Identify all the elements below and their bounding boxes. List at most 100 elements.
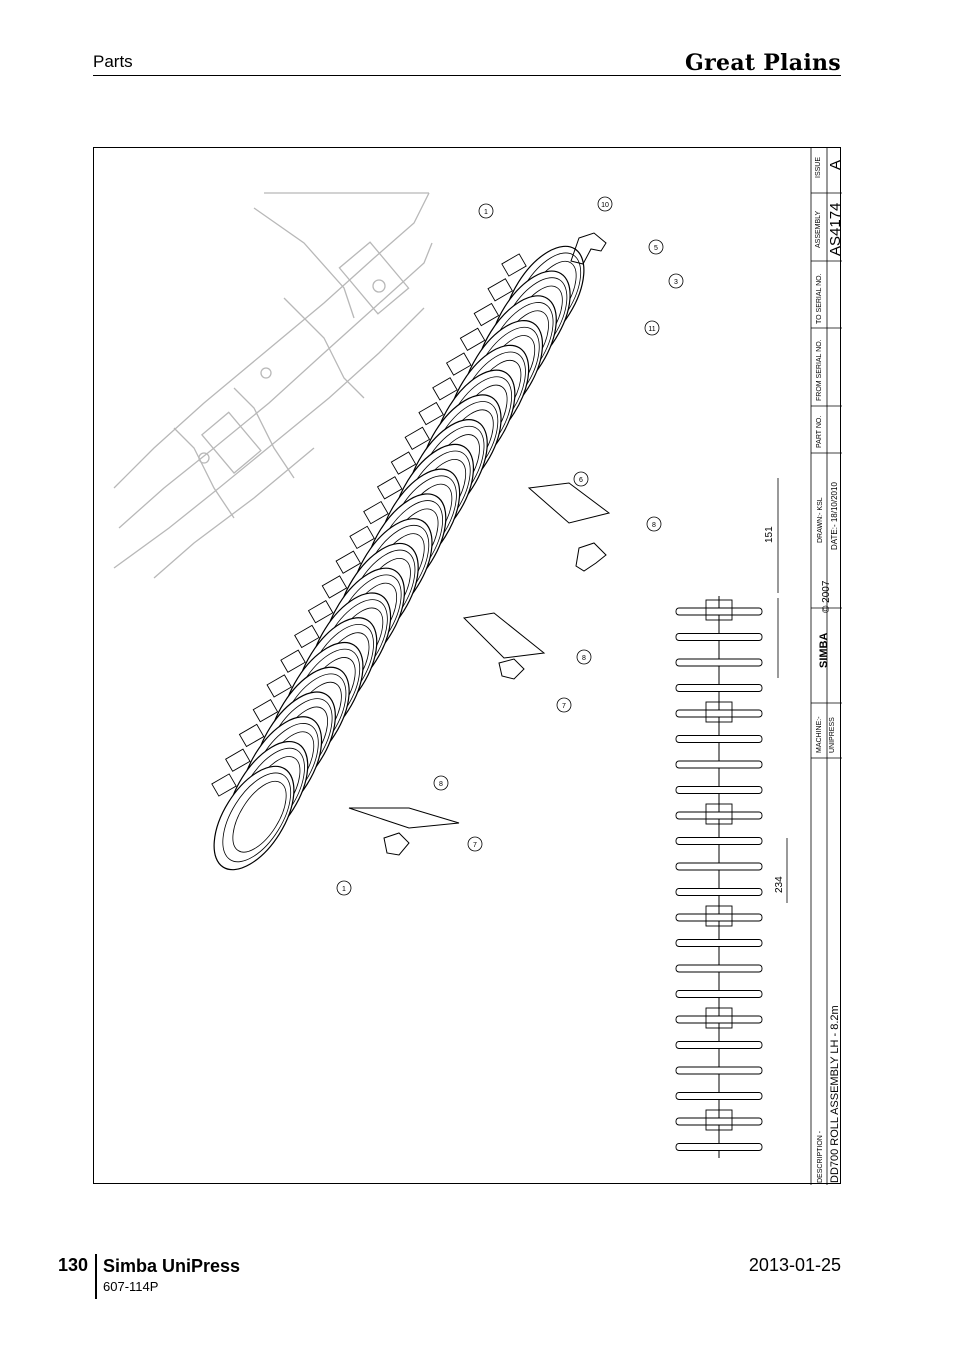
disc-plan: [675, 633, 763, 641]
frame-outline: [113, 192, 433, 579]
manual-title: Simba UniPress: [103, 1256, 241, 1276]
page-number: 130: [58, 1255, 89, 1275]
svg-text:1: 1: [342, 886, 346, 893]
disc-plan: [675, 837, 763, 845]
scraper-bracket: [349, 525, 375, 550]
disc-plan: [675, 607, 763, 616]
scraper-bracket: [390, 451, 417, 475]
machine-value: UNIPRESS: [829, 717, 836, 753]
roller-plan-view: [675, 596, 763, 1158]
bearing-plan: [705, 905, 733, 927]
callout-6: 6: [573, 471, 589, 487]
disc-plan: [675, 684, 763, 692]
scraper-bracket: [501, 253, 527, 277]
footer-divider: [95, 1254, 97, 1299]
scraper-bracket: [363, 500, 389, 525]
scraper-bracket: [473, 302, 500, 327]
svg-text:1: 1: [484, 209, 488, 216]
disc-plan: [675, 1117, 763, 1126]
to-serial-label: TO SERIAL NO.: [816, 273, 823, 324]
disc-plan: [675, 760, 763, 769]
scraper-bracket: [487, 278, 513, 302]
scraper-bracket: [335, 550, 362, 574]
disc-plan: [675, 786, 763, 794]
callout-8c: 8: [433, 775, 449, 791]
issue-label: ISSUE: [815, 157, 822, 178]
scraper-bracket: [238, 723, 265, 748]
document-number: 607-114P: [103, 1279, 159, 1294]
drawn-label: DRAWN:- KSL: [817, 497, 824, 543]
scraper-bracket: [307, 599, 334, 624]
svg-text:6: 6: [579, 477, 583, 484]
roller-discs: [211, 245, 585, 871]
simba-logo: SIMBA: [818, 633, 830, 669]
dim-151: 151: [764, 526, 775, 543]
svg-text:5: 5: [654, 245, 658, 252]
scraper-bracket: [418, 401, 444, 426]
scraper-bracket: [321, 575, 348, 599]
disc-plan: [675, 709, 763, 718]
scraper-bracket: [445, 352, 472, 376]
svg-text:3: 3: [674, 279, 678, 286]
callout-8b: 8: [576, 649, 592, 665]
scraper-bracket: [404, 426, 431, 451]
dimension-lines: [777, 478, 788, 903]
scraper-bracket: [432, 377, 458, 401]
svg-text:11: 11: [648, 326, 655, 333]
callout-5: 5: [648, 239, 664, 255]
svg-text:7: 7: [562, 703, 566, 710]
disc-plan: [675, 735, 763, 743]
scraper-bracket: [252, 699, 279, 723]
disc-plan: [675, 939, 763, 947]
description-label: DESCRIPTION -: [817, 1130, 824, 1183]
bearing-plan: [705, 803, 733, 825]
callout-1: 1: [478, 203, 494, 219]
disc-plan: [675, 811, 763, 820]
from-serial-label: FROM SERIAL NO.: [816, 339, 823, 401]
disc-plan: [675, 888, 763, 896]
disc-plan: [675, 1041, 763, 1049]
exploded-parts: [348, 232, 611, 856]
brand-logo: Great Plains: [685, 50, 841, 76]
disc-plan: [675, 658, 763, 667]
disc-plan: [675, 913, 763, 922]
assembly-value: AS4174: [827, 203, 842, 256]
machine-label: MACHINE:-: [816, 716, 823, 753]
copyright: © 2007: [821, 580, 832, 613]
section-title: Parts: [93, 52, 133, 71]
scraper-bracket: [211, 773, 237, 797]
svg-text:7: 7: [473, 842, 477, 849]
svg-text:8: 8: [652, 522, 656, 529]
scraper-bracket: [266, 674, 293, 698]
drawing-canvas: 151 234 1 10 5 3 11 6 8 8 7 8 7 1 ISSUE …: [113, 148, 844, 1185]
bearing-plan: [705, 1007, 733, 1029]
bearing-plan: [705, 701, 733, 723]
disc-plan: [675, 1015, 763, 1024]
assembly-label: ASSEMBLY: [815, 210, 822, 248]
disc-plan: [675, 990, 763, 998]
callout-8a: 8: [646, 516, 662, 532]
disc-plan: [675, 862, 763, 871]
description-value: DD700 ROLL ASSEMBLY LH - 8.2m: [829, 1005, 841, 1183]
disc-plan: [675, 1092, 763, 1100]
title-block: [810, 148, 842, 1185]
roller-disc: [213, 765, 295, 871]
svg-text:10: 10: [601, 202, 609, 209]
callout-1b: 1: [336, 880, 352, 896]
callout-3: 3: [668, 273, 684, 289]
disc-plan: [675, 1066, 763, 1075]
scraper-bracket: [294, 624, 320, 649]
callout-7b: 7: [467, 836, 483, 852]
callout-11: 11: [644, 320, 660, 336]
header-rule: [93, 75, 841, 76]
disc-plan: [675, 1143, 763, 1151]
scraper-bracket: [459, 327, 486, 351]
svg-text:8: 8: [439, 781, 443, 788]
scraper-bracket: [376, 476, 403, 500]
publish-date: 2013-01-25: [748, 1255, 841, 1275]
issue-value: A: [827, 160, 842, 170]
date-label: DATE:- 18/10/2010: [830, 482, 839, 550]
callout-10: 10: [597, 196, 613, 212]
callout-7a: 7: [556, 697, 572, 713]
bearing-plan: [705, 1109, 733, 1131]
